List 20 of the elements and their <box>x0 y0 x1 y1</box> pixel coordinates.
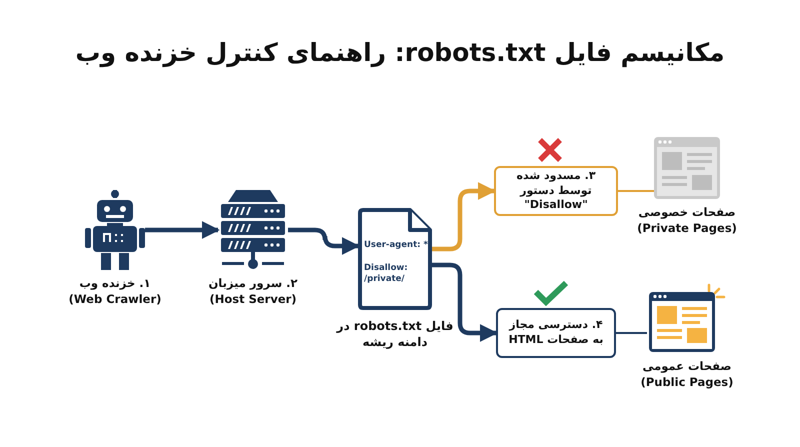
node-label: صفحات خصوصی <box>638 205 736 221</box>
node-caption: فایل robots.txt در دامنه ریشه <box>335 318 454 350</box>
arrow <box>432 182 496 252</box>
node-label: (Private Pages) <box>637 220 737 236</box>
connector-line <box>616 332 647 334</box>
node-label: ۱. خزنده وب <box>79 276 151 292</box>
connector-line <box>618 190 654 192</box>
node-label: (Web Crawler) <box>68 292 162 308</box>
node-label: صفحات عمومی <box>642 359 732 375</box>
arrow <box>288 228 360 255</box>
blocked-status-box: ۳. مسدود شده توسط دستور "Disallow" <box>494 166 618 216</box>
arrow <box>432 262 498 342</box>
code-line: User-agent: * <box>364 240 426 252</box>
code-line: Disallow: /private/ <box>364 263 409 286</box>
node-label: (Public Pages) <box>640 374 734 390</box>
node-label: (Host Server) <box>209 292 297 308</box>
arrow <box>145 221 220 239</box>
diagram-title: مکانیسم فایل robots.txt: راهنمای کنترل خزنده وب <box>74 38 726 67</box>
allowed-status-box: ۴. دسترسی مجاز به صفحات HTML <box>496 308 616 358</box>
node-label: ۲. سرور میزبان <box>208 276 298 292</box>
